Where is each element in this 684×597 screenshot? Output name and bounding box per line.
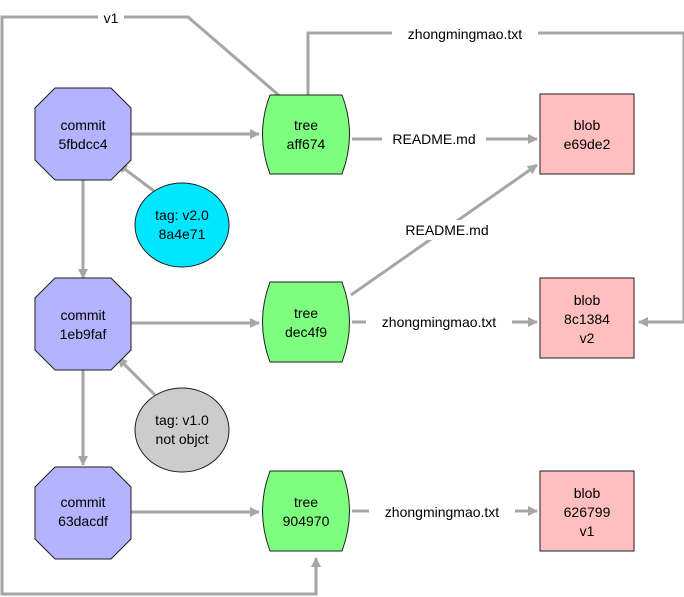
svg-text:blob: blob (574, 485, 601, 501)
svg-text:commit: commit (60, 117, 105, 133)
tree-node-dec4f9[interactable]: tree dec4f9 (262, 281, 350, 363)
svg-text:commit: commit (60, 494, 105, 510)
svg-text:626799: 626799 (564, 504, 611, 520)
edge-label-readme-mid: README.md (395, 220, 499, 240)
svg-text:tag: v1.0: tag: v1.0 (155, 412, 209, 428)
svg-text:README.md: README.md (405, 222, 488, 238)
svg-text:tree: tree (294, 494, 318, 510)
svg-text:zhongmingmao.txt: zhongmingmao.txt (385, 504, 500, 520)
edge-tag-v1-commit2 (116, 356, 160, 400)
svg-text:63dacdf: 63dacdf (58, 513, 108, 529)
svg-text:tree: tree (294, 117, 318, 133)
commit-octagon-icon (34, 87, 132, 181)
tree-barrel-icon (262, 470, 350, 552)
svg-text:README.md: README.md (392, 131, 475, 147)
tag-ellipse-icon (134, 182, 230, 268)
tag-node-v1[interactable]: tag: v1.0 not objct (134, 387, 230, 473)
svg-text:commit: commit (60, 307, 105, 323)
edge-label-readme-top: README.md (382, 129, 486, 149)
tag-ellipse-icon (134, 387, 230, 473)
edge-label-bottom-zhongmingmao: zhongmingmao.txt (369, 502, 515, 522)
edge-label-v1: v1 (98, 8, 124, 28)
tree-barrel-icon (262, 281, 350, 363)
blob-node-e69de2[interactable]: blob e69de2 (539, 93, 635, 175)
commit-octagon-icon (34, 277, 132, 371)
tree-barrel-icon (262, 94, 350, 175)
edge-tree1-blob2 (306, 31, 684, 327)
svg-text:v1: v1 (104, 10, 119, 26)
svg-text:aff674: aff674 (287, 136, 326, 152)
svg-text:blob: blob (574, 292, 601, 308)
commit-octagon-icon (34, 466, 132, 560)
svg-text:1eb9faf: 1eb9faf (60, 326, 107, 342)
svg-text:zhongmingmao.txt: zhongmingmao.txt (382, 314, 497, 330)
svg-text:8c1384: 8c1384 (564, 311, 610, 327)
blob-node-8c1384[interactable]: blob 8c1384 v2 (539, 277, 635, 359)
svg-text:v2: v2 (580, 330, 595, 346)
svg-text:8a4e71: 8a4e71 (159, 226, 206, 242)
commit-node-5fbdcc4[interactable]: commit 5fbdcc4 (34, 87, 132, 181)
tree-node-aff674[interactable]: tree aff674 (262, 94, 350, 175)
tree-node-904970[interactable]: tree 904970 (262, 470, 350, 552)
edge-tag-v2-commit1 (117, 162, 159, 196)
svg-text:v1: v1 (580, 523, 595, 539)
commit-node-1eb9faf[interactable]: commit 1eb9faf (34, 277, 132, 371)
svg-text:tree: tree (294, 305, 318, 321)
commit-node-63dacdf[interactable]: commit 63dacdf (34, 466, 132, 560)
blob-square-icon (539, 470, 635, 552)
svg-text:904970: 904970 (283, 513, 330, 529)
svg-text:blob: blob (574, 117, 601, 133)
edge-label-mid-zhongmingmao: zhongmingmao.txt (366, 312, 512, 332)
edge-v1 (0, 15, 321, 596)
blob-node-626799[interactable]: blob 626799 v1 (539, 470, 635, 552)
svg-text:e69de2: e69de2 (564, 136, 611, 152)
svg-text:tag: v2.0: tag: v2.0 (155, 207, 209, 223)
blob-square-icon (539, 93, 635, 175)
svg-text:dec4f9: dec4f9 (285, 324, 327, 340)
edge-label-top-zhongmingmao: zhongmingmao.txt (392, 24, 538, 44)
svg-text:not objct: not objct (156, 431, 209, 447)
tag-node-v2[interactable]: tag: v2.0 8a4e71 (134, 182, 230, 268)
svg-text:zhongmingmao.txt: zhongmingmao.txt (408, 26, 523, 42)
svg-text:5fbdcc4: 5fbdcc4 (58, 136, 107, 152)
blob-square-icon (539, 277, 635, 359)
